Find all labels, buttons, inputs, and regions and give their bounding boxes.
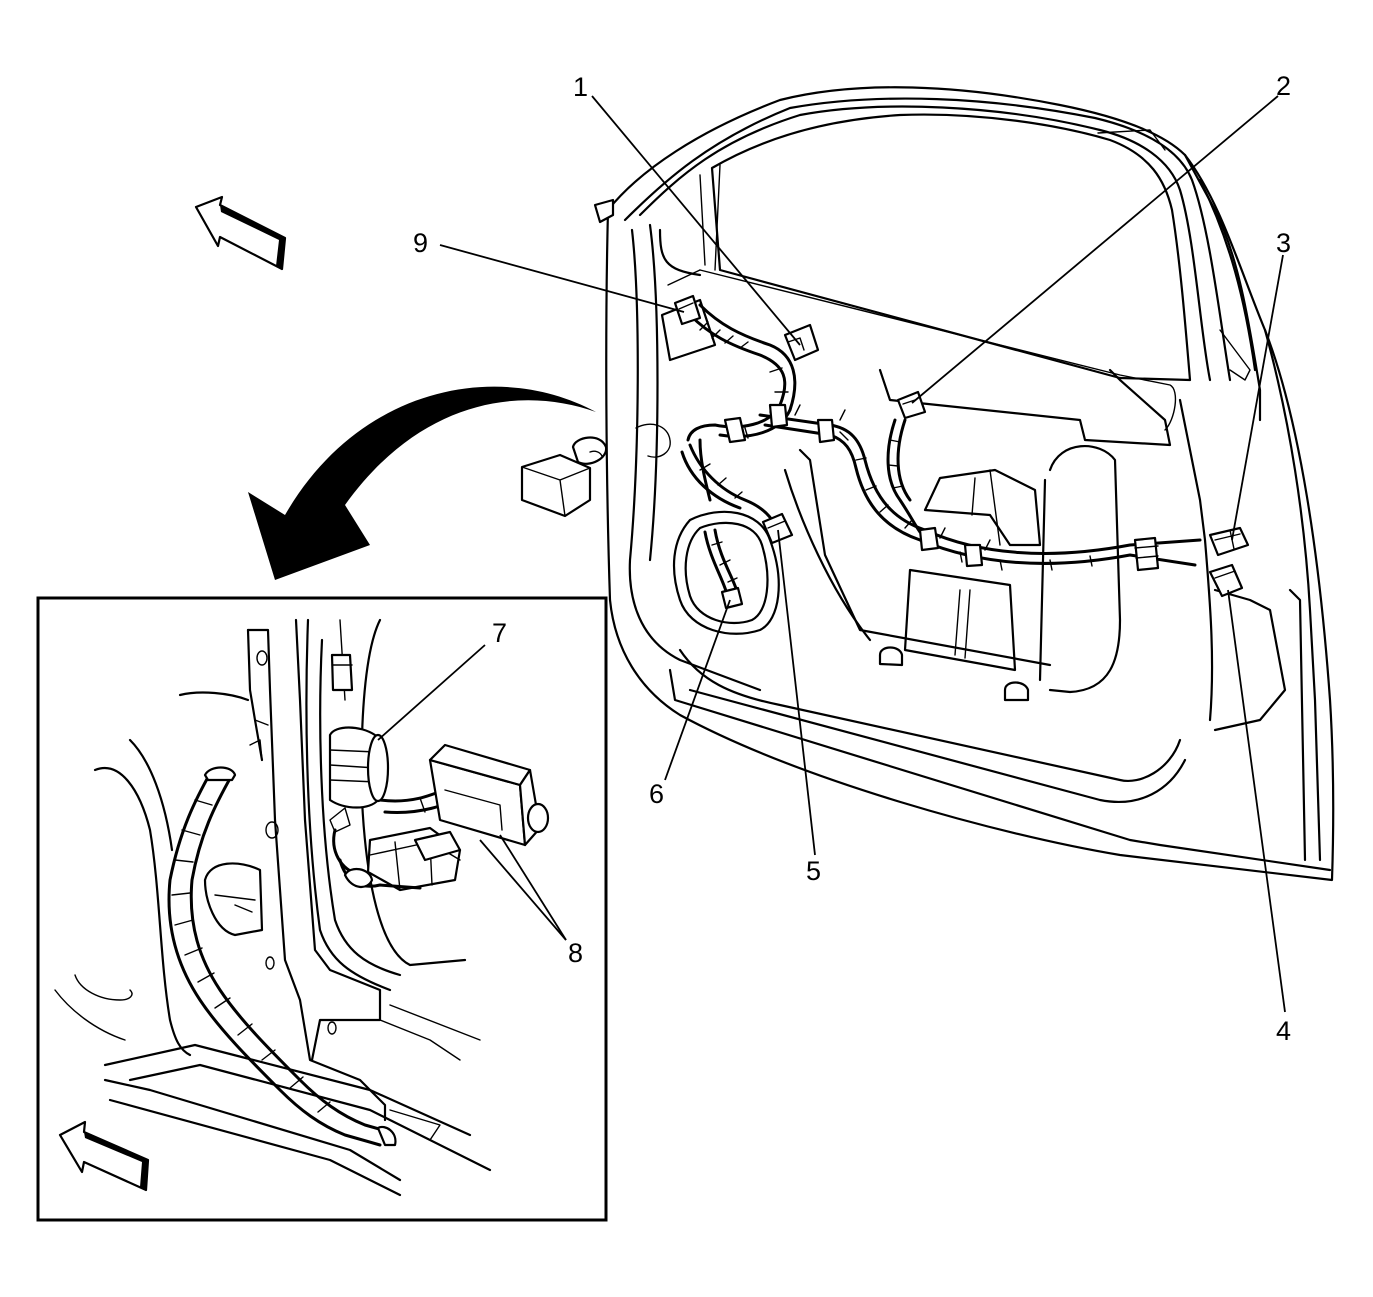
door-connectors [673,294,1250,610]
door-wiring-harness [680,303,1202,600]
callout-6: 6 [649,779,664,809]
callout-9: 9 [413,228,428,258]
callout-5: 5 [806,856,821,886]
callout-2: 2 [1276,71,1291,101]
callout-4: 4 [1276,1016,1291,1046]
callout-7: 7 [492,618,507,648]
forward-direction-arrow-inset [58,1120,150,1192]
front-door [593,86,1335,882]
connector-4-shape [1208,563,1244,598]
callout-1: 1 [573,72,588,102]
connector-9-shape [673,294,702,326]
callout-labels: 1 2 3 4 5 6 7 8 9 [413,71,1291,1046]
pillar-connector-exterior [520,423,671,518]
callout-3: 3 [1276,228,1291,258]
connector-6-shape [720,586,744,610]
detail-view-curved-arrow [248,386,596,580]
callout-8: 8 [568,938,583,968]
inset-detail-view [36,596,608,1222]
leader-lines [377,95,1286,1013]
connector-5-shape [761,512,794,545]
forward-direction-arrow-top [194,195,287,271]
connector-3-shape [1208,526,1250,557]
